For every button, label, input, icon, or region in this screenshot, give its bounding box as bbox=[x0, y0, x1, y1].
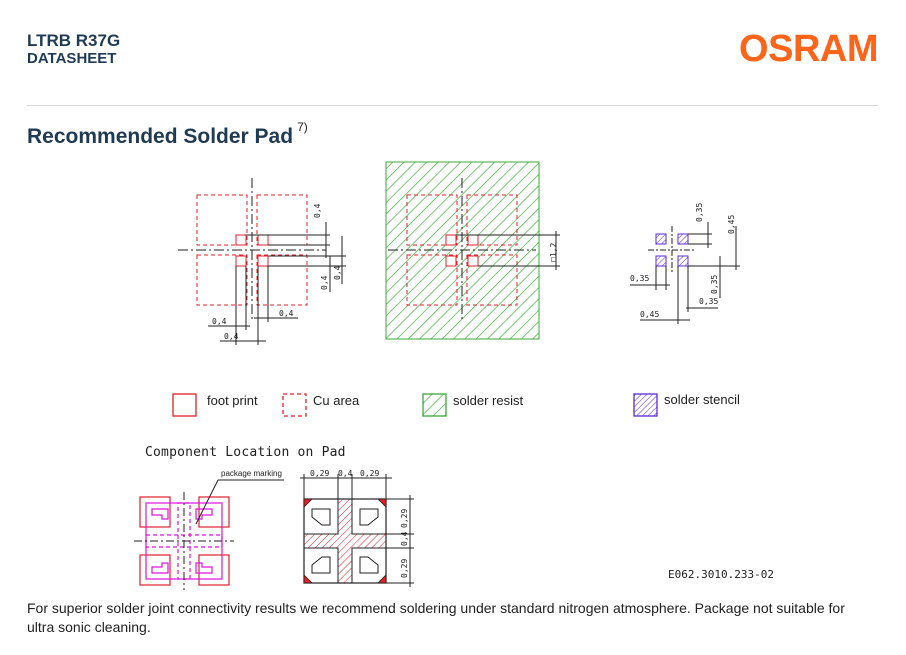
dim-label: 0,4 bbox=[313, 203, 322, 218]
dim-label: 0,4 bbox=[333, 265, 342, 280]
package-drawing: 0,29 0,4 0,29 0,29 0,4 0,29 bbox=[300, 469, 414, 587]
dim-label: 0,4 bbox=[320, 275, 329, 290]
footnote-ref: 7) bbox=[297, 120, 308, 134]
legend-solder-stencil-label: solder stencil bbox=[664, 392, 740, 407]
dim-label: 0,4 bbox=[224, 332, 239, 341]
package-marking-label: package marking bbox=[221, 469, 282, 478]
section-title: Recommended Solder Pad bbox=[27, 125, 294, 148]
doc-type: DATASHEET bbox=[27, 50, 117, 67]
dim-label: 0,45 bbox=[727, 215, 736, 234]
solder-resist-drawing: □1,2 bbox=[385, 161, 560, 340]
osram-logo: OSRAM bbox=[739, 28, 878, 70]
footprint-drawing: 0,4 0,4 0,4 0,4 0,4 0,4 bbox=[178, 178, 346, 345]
dim-label: 0,4 bbox=[400, 531, 409, 546]
legend-footprint-label: foot print bbox=[207, 393, 258, 408]
dim-label: 0,4 bbox=[279, 309, 294, 318]
solder-pad-drawing: 0,4 0,4 0,4 0,4 0,4 0,4 □ bbox=[134, 161, 774, 590]
dim-label: 0,4 bbox=[212, 317, 227, 326]
cu-area-swatch bbox=[282, 393, 307, 417]
footnote-text: For superior solder joint connectivity r… bbox=[27, 600, 845, 635]
dim-label: 0,29 bbox=[310, 469, 329, 478]
dim-label: 0,4 bbox=[338, 469, 353, 478]
solder-resist-swatch bbox=[422, 393, 447, 417]
dim-label: □1,2 bbox=[549, 243, 558, 262]
legend: foot print Cu area solder resist solder … bbox=[172, 392, 740, 417]
dim-label: 0,29 bbox=[400, 509, 409, 528]
legend-solder-resist-label: solder resist bbox=[453, 393, 523, 408]
product-name: LTRB R37G bbox=[27, 31, 121, 50]
component-location-title: Component Location on Pad bbox=[145, 445, 346, 460]
dim-label: 0,35 bbox=[699, 297, 718, 306]
product-header: LTRB R37G DATASHEET bbox=[27, 32, 120, 68]
solder-stencil-drawing: 0,35 0,45 0,35 0,35 0,35 0,45 bbox=[630, 203, 740, 324]
dim-label: 0,35 bbox=[710, 275, 719, 294]
dim-label: 0,29 bbox=[400, 559, 409, 578]
footprint-swatch bbox=[172, 393, 197, 417]
drawing-code: E062.3010.233-02 bbox=[668, 568, 774, 581]
component-location-drawing: package marking bbox=[134, 469, 284, 590]
dim-label: 0,35 bbox=[630, 274, 649, 283]
solder-stencil-swatch bbox=[633, 393, 658, 417]
legend-cu-area-label: Cu area bbox=[313, 393, 360, 408]
dim-label: 0,35 bbox=[695, 203, 704, 222]
header-divider bbox=[27, 105, 878, 106]
dim-label: 0,29 bbox=[360, 469, 379, 478]
dim-label: 0,45 bbox=[640, 310, 659, 319]
